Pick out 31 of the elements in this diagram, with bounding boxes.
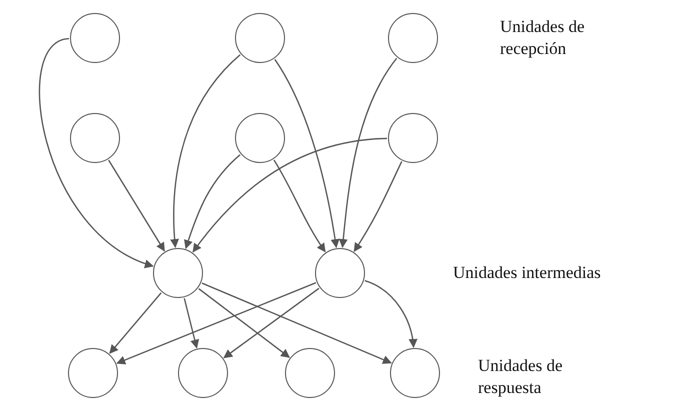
arrow — [192, 138, 388, 253]
arrow — [273, 160, 326, 252]
unit-circle — [68, 348, 118, 398]
arrow — [108, 160, 165, 252]
arrow — [184, 154, 241, 250]
arrow — [223, 288, 320, 358]
layer-label: Unidades de recepción — [500, 16, 586, 60]
arrow — [109, 292, 162, 354]
unit-circle — [285, 348, 335, 398]
unit-circle — [153, 248, 203, 298]
arrow — [338, 58, 398, 248]
unit-circle — [315, 248, 365, 298]
arrow — [354, 161, 402, 252]
unit-circle — [235, 13, 285, 63]
unit-circle — [235, 113, 285, 163]
layer-label: Unidades de respuesta — [478, 355, 564, 399]
arrow — [364, 280, 418, 348]
arrow — [116, 282, 316, 364]
arrow — [170, 54, 241, 248]
arrow — [184, 298, 200, 349]
arrow — [274, 59, 340, 248]
unit-circle — [70, 113, 120, 163]
layer-label: Unidades intermedias — [453, 262, 602, 284]
unit-circle — [178, 348, 228, 398]
arrow — [38, 38, 154, 268]
arrow — [202, 282, 392, 364]
arrow — [198, 288, 290, 358]
unit-circle — [388, 113, 438, 163]
unit-circle — [390, 348, 440, 398]
unit-circle — [388, 13, 438, 63]
unit-circle — [70, 13, 120, 63]
